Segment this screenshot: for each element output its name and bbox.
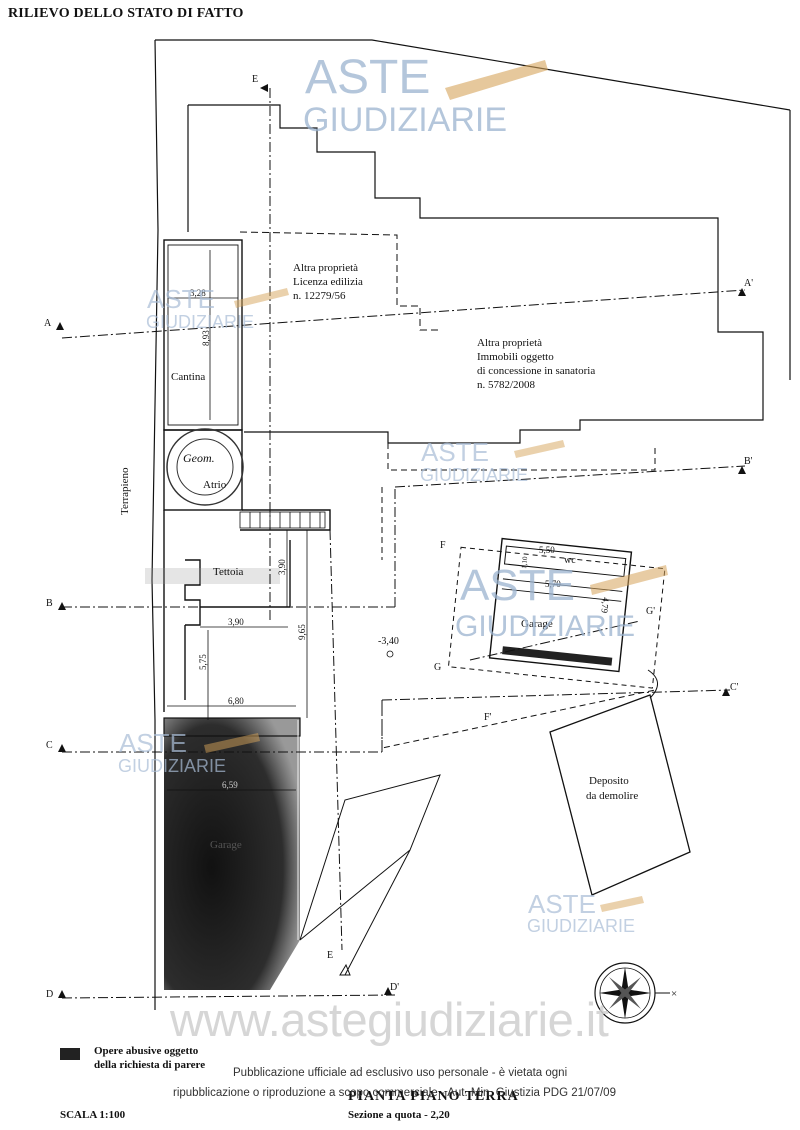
room-label-deposito-2: da demolire — [586, 790, 638, 802]
svg-text:GIUDIZIARIE: GIUDIZIARIE — [527, 916, 635, 936]
deposito-building — [549, 694, 691, 896]
dim-893: 8,93 — [201, 330, 211, 346]
dim-965: 9,65 — [297, 624, 307, 640]
room-label-deposito: Deposito — [589, 775, 629, 787]
courtyard-lines — [299, 774, 441, 976]
svg-text:×: × — [671, 988, 677, 1000]
svg-text:B: B — [46, 598, 53, 609]
svg-text:ASTE: ASTE — [119, 728, 187, 758]
room-label-garage-lower: Garage — [210, 839, 242, 851]
stairs — [239, 511, 326, 529]
svg-text:A: A — [44, 318, 52, 329]
dim-570: 5,70 — [545, 579, 561, 589]
svg-text:GIUDIZIARIE: GIUDIZIARIE — [118, 756, 226, 776]
page-title: RILIEVO DELLO STATO DI FATTO — [8, 6, 244, 21]
label-terrapieno: Terrapieno — [119, 467, 131, 515]
site-boundary — [151, 39, 791, 1010]
section-lines — [61, 88, 746, 999]
svg-text:E: E — [327, 950, 333, 961]
dim-390-horizontal: 3,90 — [228, 617, 244, 627]
watermark-site-url: www.astegiudiziarie.it — [170, 993, 609, 1046]
neighbor-sanatoria-1: Altra proprietà — [477, 337, 542, 349]
svg-text:ASTE: ASTE — [460, 561, 575, 610]
room-label-atrio: Atrio — [203, 479, 227, 491]
dim-575: 5,75 — [198, 654, 208, 670]
garage-building — [447, 537, 666, 689]
surveyor-stamp: Geom. — [166, 428, 244, 506]
svg-text:GIUDIZIARIE: GIUDIZIARIE — [455, 610, 635, 643]
svg-text:G': G' — [646, 606, 655, 617]
dim-479: 4,79 — [599, 597, 611, 614]
dimension-lines — [167, 250, 308, 791]
svg-text:C': C' — [730, 682, 739, 693]
svg-text:E: E — [252, 74, 258, 85]
tettoia-shade — [145, 568, 280, 584]
svg-text:B': B' — [744, 456, 753, 467]
svg-text:D: D — [46, 989, 53, 1000]
neighbor-sanatoria-2: Immobili oggetto — [477, 351, 554, 363]
plan-title: PIANTA PIANO TERRA — [348, 1089, 519, 1104]
scale-label: SCALA 1:100 — [60, 1109, 126, 1121]
licenza-outline — [239, 231, 440, 331]
level-marker: -3,40 — [378, 636, 399, 647]
dim-550: 5,50 — [539, 545, 555, 555]
svg-text:C: C — [46, 740, 53, 751]
svg-text:F: F — [440, 540, 446, 551]
level-symbol — [386, 650, 394, 658]
section-markers: A A' B B' C C' D D' E E F F' G G' — [44, 74, 753, 1000]
legend-swatch — [60, 1048, 80, 1060]
svg-text:ASTE: ASTE — [528, 889, 596, 919]
watermark-brand: ASTE GIUDIZIARIE ASTE GIUDIZIARIE ASTE G… — [118, 51, 668, 936]
door-arc — [647, 669, 658, 699]
svg-text:A': A' — [744, 278, 753, 289]
svg-text:GIUDIZIARIE: GIUDIZIARIE — [303, 101, 507, 139]
svg-text:ASTE: ASTE — [421, 437, 489, 467]
legend-label-line2: della richiesta di parere — [94, 1059, 206, 1071]
section-note: Sezione a quota - 2,20 — [348, 1109, 450, 1121]
svg-text:ASTE: ASTE — [147, 284, 215, 314]
dim-110: 1,10 — [520, 556, 529, 570]
svg-text:ASTE: ASTE — [305, 51, 430, 104]
room-label-cantina: Cantina — [171, 371, 205, 383]
dim-390-vertical: 3,90 — [277, 559, 287, 575]
neighbor-sanatoria-3: di concessione in sanatoria — [477, 365, 595, 377]
neighbor-licenza-3: n. 12279/56 — [293, 290, 346, 302]
main-building — [163, 239, 331, 712]
dim-659: 6,59 — [222, 780, 238, 790]
svg-text:G: G — [434, 662, 441, 673]
neighbor-sanatoria-4: n. 5782/2008 — [477, 379, 536, 391]
dim-328: 3,28 — [190, 288, 206, 298]
abusive-works-area — [163, 717, 301, 990]
neighbor-licenza-1: Altra proprietà — [293, 262, 358, 274]
dim-680: 6,80 — [228, 696, 244, 706]
svg-text:GIUDIZIARIE: GIUDIZIARIE — [420, 465, 528, 485]
publication-notice-line1: Pubblicazione ufficiale ad esclusivo uso… — [233, 1067, 568, 1079]
room-label-garage: Garage — [521, 618, 553, 630]
stamp-text: Geom. — [183, 451, 215, 465]
svg-text:GIUDIZIARIE: GIUDIZIARIE — [146, 312, 254, 332]
section-arrow-icons — [56, 84, 746, 998]
neighbor-licenza-2: Licenza edilizia — [293, 276, 363, 288]
neighbor-outline — [187, 104, 764, 444]
svg-text:D': D' — [390, 982, 399, 993]
svg-text:F': F' — [484, 712, 492, 723]
room-label-wc: wc — [564, 555, 576, 566]
legend-label-line1: Opere abusive oggetto — [94, 1045, 199, 1057]
compass-rose-icon: × — [594, 962, 677, 1024]
room-label-tettoia: Tettoia — [213, 566, 244, 578]
publication-notice-line2: ripubblicazione o riproduzione a scopo c… — [173, 1087, 616, 1099]
